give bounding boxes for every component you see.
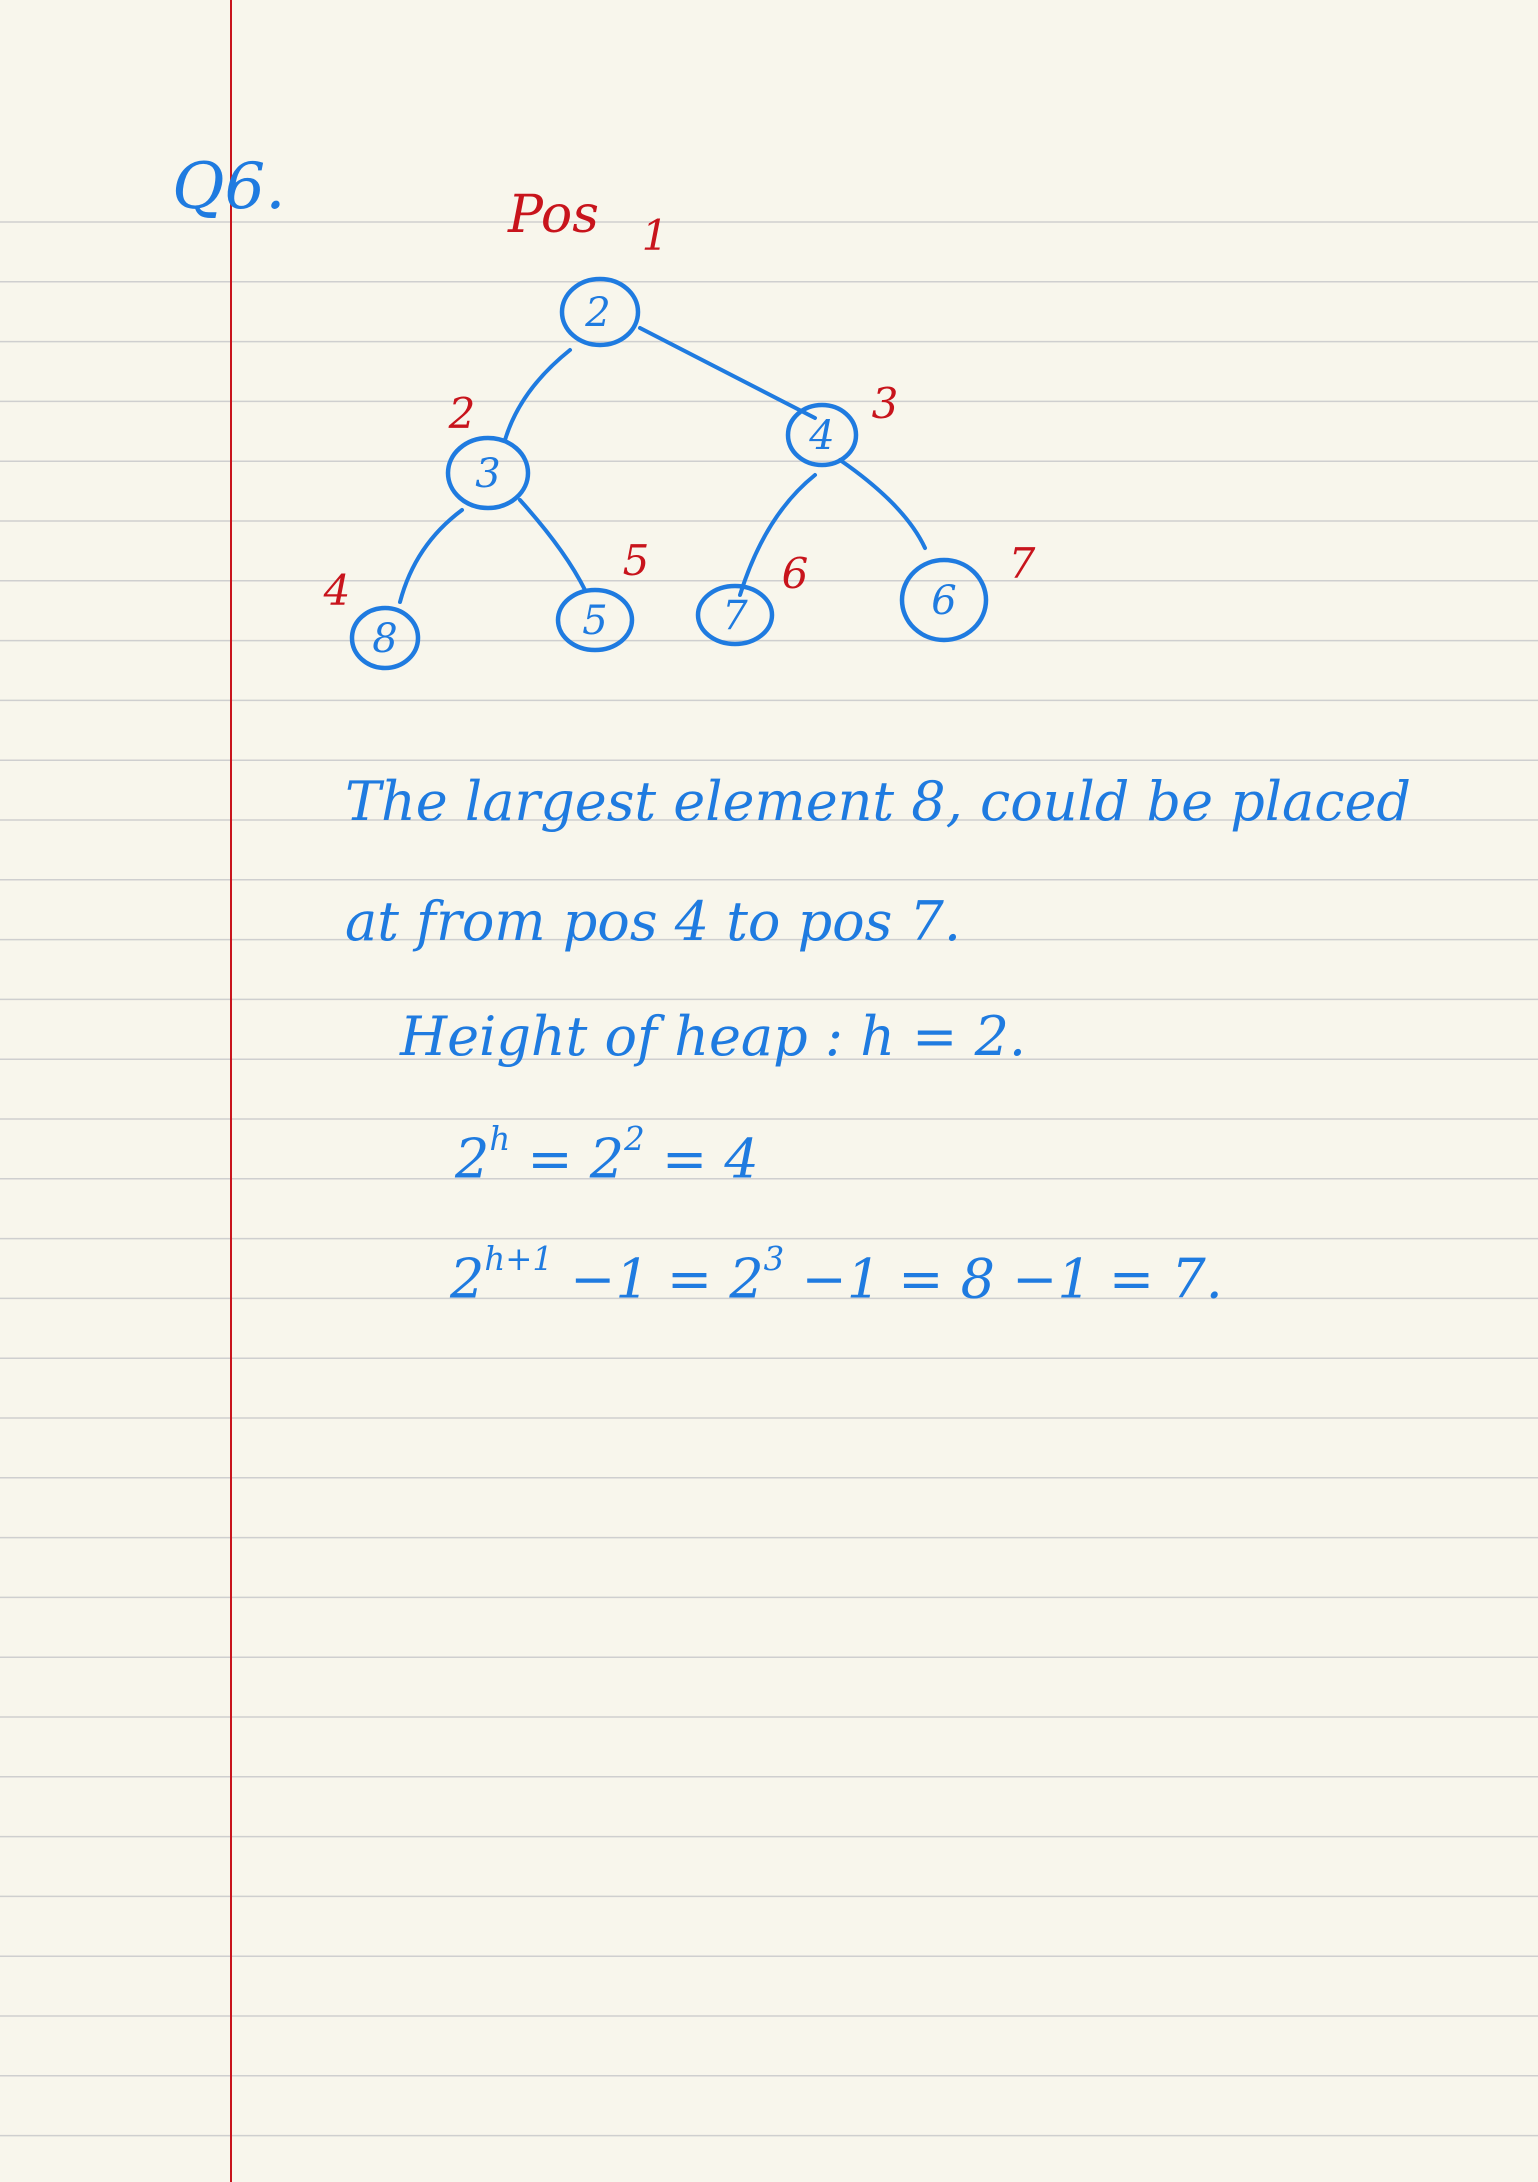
pos-label-5: 5 (623, 536, 650, 585)
node-value-6: 7 (722, 593, 748, 639)
node-value-7: 6 (931, 578, 956, 624)
question-label: Q6. (172, 150, 286, 224)
node-circle-4 (349, 605, 421, 671)
edge-2-5 (518, 498, 587, 592)
tree-edges (398, 326, 927, 604)
node-value-3: 4 (808, 413, 834, 459)
equation-middle: −1 = 2 (552, 1247, 764, 1311)
note-line-3: Height of heap : h = 2. (400, 1005, 1027, 1068)
node-circle-5 (555, 587, 635, 653)
edge-1-3 (638, 326, 817, 420)
node-value-4: 8 (372, 616, 397, 662)
power-exponent: h (489, 1120, 511, 1158)
node-value-5: 5 (582, 598, 607, 644)
node-circle-7 (899, 557, 989, 643)
equation-tail: = 4 (644, 1127, 759, 1191)
pos-label-7: 7 (1009, 539, 1036, 588)
position-labels: 1 2 3 4 5 6 7 (323, 211, 1036, 615)
edge-3-6 (738, 473, 817, 597)
middle-exponent: 3 (763, 1240, 785, 1278)
pos-label-1: 1 (642, 211, 669, 260)
edge-3-7 (838, 458, 927, 550)
note-line-2: at from pos 4 to pos 7. (345, 890, 962, 953)
note-line-1: The largest element 8, could be placed (345, 770, 1411, 833)
tree-nodes (349, 276, 989, 671)
edge-1-2 (503, 348, 572, 442)
middle-exponent: 2 (624, 1120, 645, 1158)
note-line-5: 2h+1 −1 = 23 −1 = 8 −1 = 7. (450, 1240, 1223, 1311)
power-exponent: h+1 (484, 1240, 553, 1278)
node-values: 2 3 4 8 5 7 6 (372, 290, 956, 662)
pos-label-4: 4 (323, 566, 351, 615)
equation-middle: = 2 (510, 1127, 625, 1191)
pos-title: Pos (508, 185, 599, 245)
node-value-1: 2 (584, 290, 610, 336)
edge-2-4 (398, 508, 464, 604)
pos-label-3: 3 (872, 379, 899, 428)
ruled-lines (0, 221, 1538, 2137)
node-circle-6 (695, 583, 775, 647)
power-base: 2 (455, 1127, 490, 1191)
pos-label-6: 6 (782, 549, 809, 598)
node-value-2: 3 (475, 451, 500, 497)
note-line-4: 2h = 22 = 4 (455, 1120, 759, 1191)
node-circle-2 (445, 435, 531, 511)
node-circle-1 (559, 276, 641, 348)
power-base: 2 (450, 1247, 485, 1311)
equation-tail: −1 = 8 −1 = 7. (784, 1247, 1223, 1311)
node-circle-3 (785, 402, 859, 468)
pos-label-2: 2 (448, 389, 476, 438)
